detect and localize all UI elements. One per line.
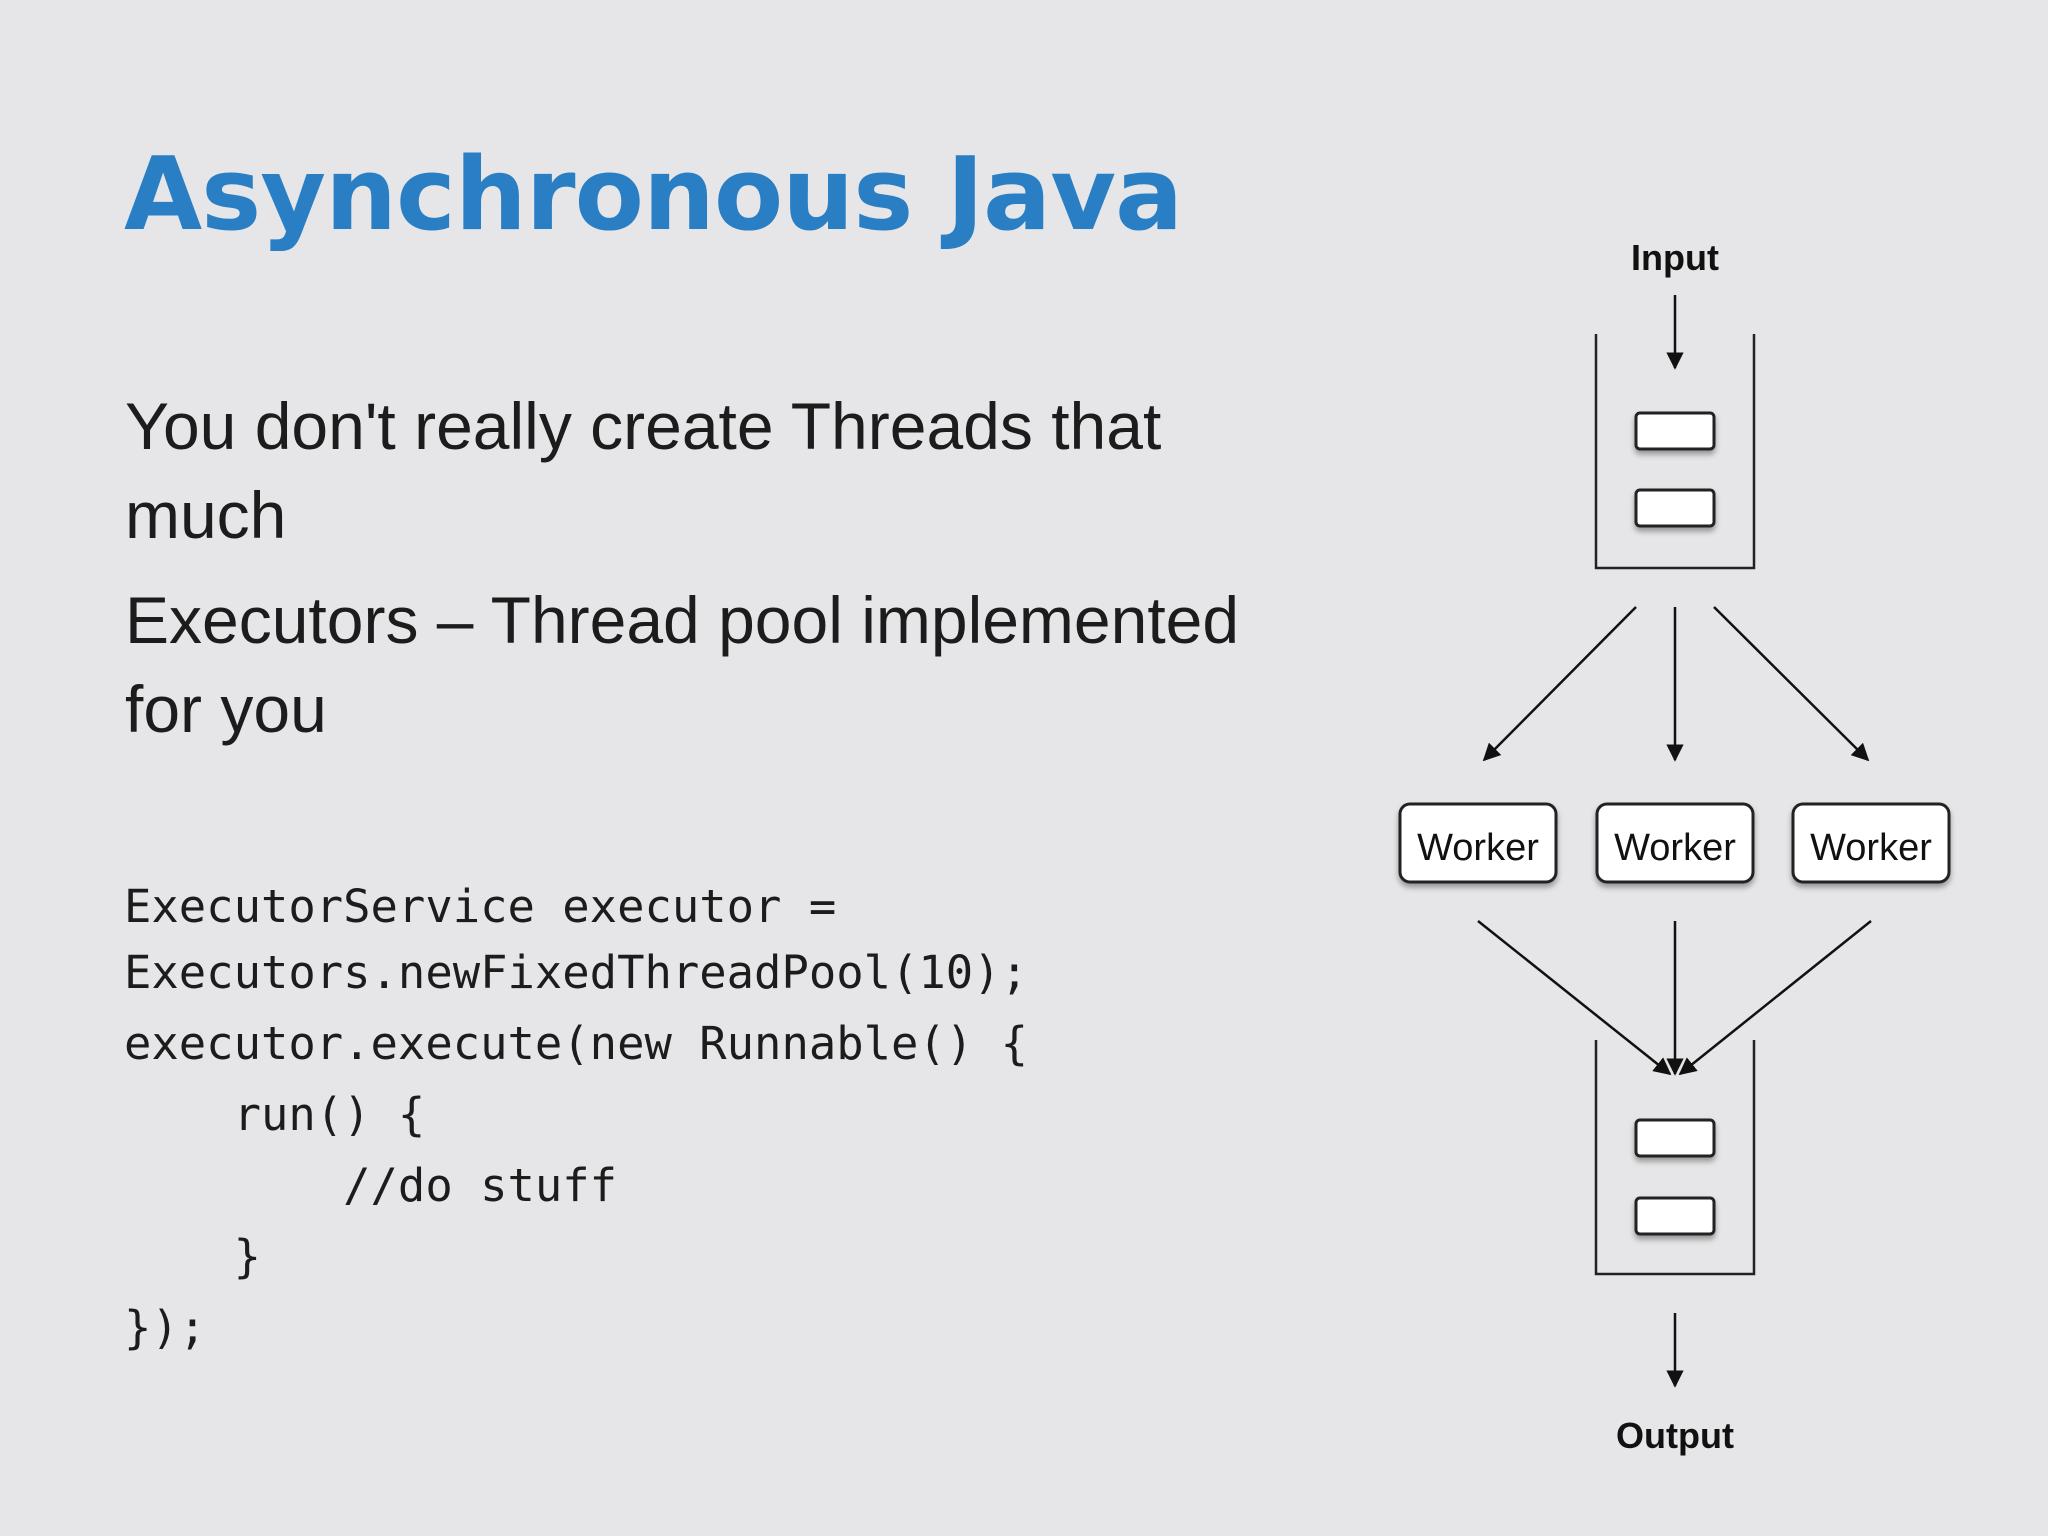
code-line: });	[124, 1301, 207, 1354]
bullet-item: You don't really create Threads that muc…	[125, 389, 1162, 552]
dispatch-arrow	[1482, 606, 1637, 762]
code-snippet: ExecutorService executor = Executors.new…	[124, 876, 1028, 1363]
code-line: run() {	[124, 1088, 426, 1141]
code-line: //do stuff	[124, 1159, 618, 1212]
collect-arrow	[1678, 920, 1872, 1076]
thread-pool-diagram: Input Worker Worker Worker Output	[1398, 237, 1951, 1456]
worker-node: Worker	[1791, 802, 1951, 884]
code-line: Executors.newFixedThreadPool(10);	[124, 946, 1028, 999]
output-queue	[1594, 1040, 1756, 1276]
worker-label: Worker	[1417, 827, 1539, 869]
worker-label: Worker	[1810, 827, 1932, 869]
queue-item	[1634, 1196, 1716, 1236]
bullet-item: Executors – Thread pool implemented for …	[125, 583, 1240, 746]
worker-node: Worker	[1398, 802, 1558, 884]
input-label: Input	[1631, 237, 1719, 278]
dispatch-arrow	[1713, 606, 1870, 762]
code-line: executor.execute(new Runnable() {	[124, 1017, 1028, 1070]
bullet-list: You don't really create Threads that muc…	[125, 382, 1325, 770]
slide-title: Asynchronous Java	[124, 135, 1183, 253]
worker-label: Worker	[1614, 827, 1736, 869]
input-queue	[1594, 334, 1756, 570]
queue-item	[1634, 1118, 1716, 1158]
code-line: }	[124, 1230, 261, 1283]
queue-item	[1634, 411, 1716, 451]
code-line: ExecutorService executor =	[124, 880, 837, 933]
collect-arrow	[1477, 920, 1672, 1076]
queue-item	[1634, 488, 1716, 528]
output-label: Output	[1616, 1415, 1734, 1456]
worker-node: Worker	[1595, 802, 1755, 884]
